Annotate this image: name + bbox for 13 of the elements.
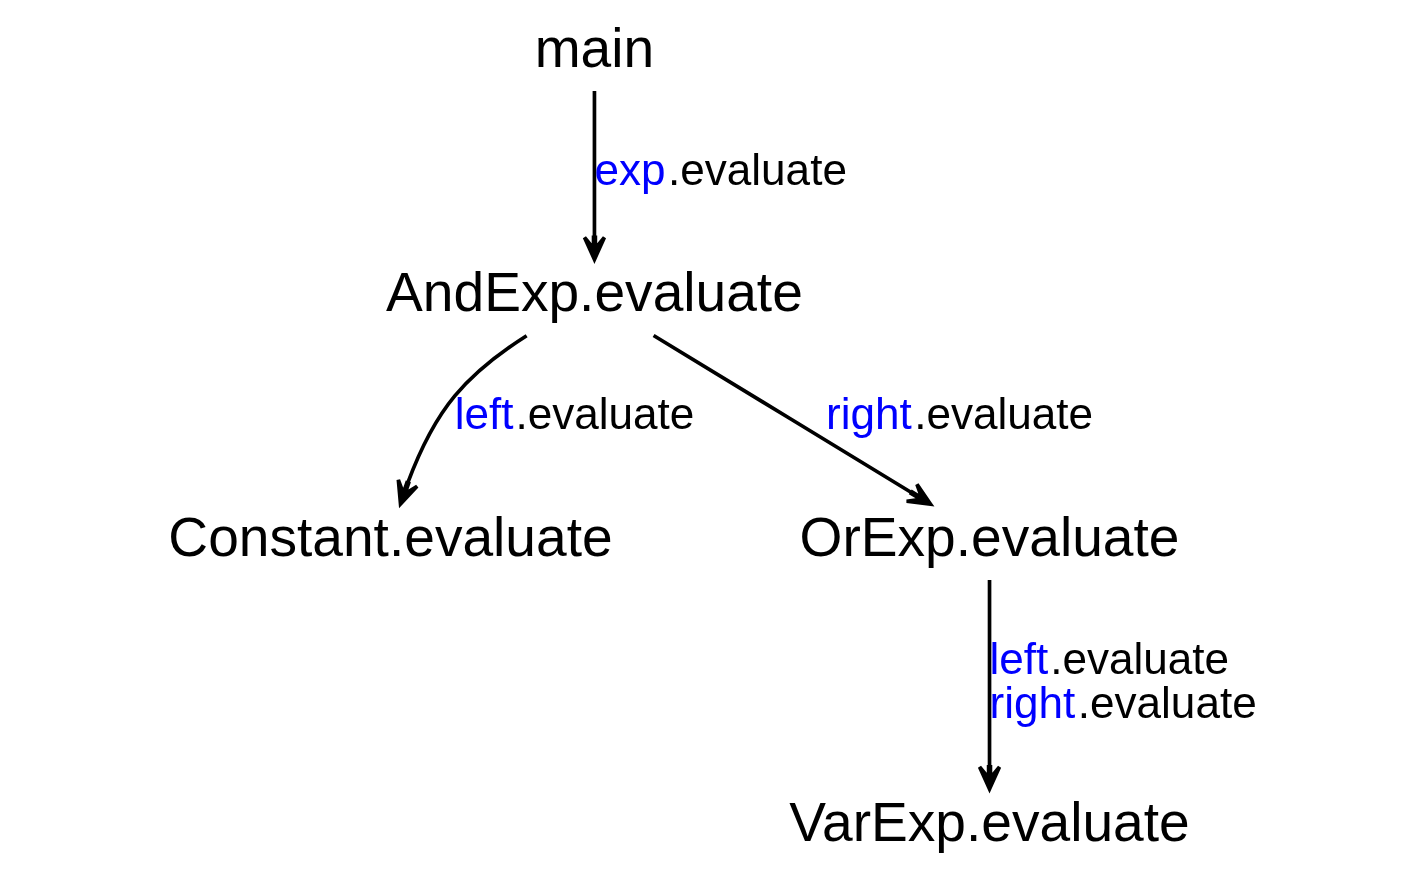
node-text: main <box>534 16 655 79</box>
node-text: Constant.evaluate <box>168 505 613 568</box>
arrow <box>652 333 933 507</box>
node-text: OrExp.evaluate <box>799 505 1180 568</box>
edge-label: left.evaluate <box>454 389 695 439</box>
arrow <box>582 91 607 262</box>
edge-label: right.evaluate <box>825 389 1094 439</box>
edge-label: exp.evaluate <box>594 144 847 194</box>
node-text: VarExp.evaluate <box>789 790 1190 853</box>
arrow <box>977 580 1002 791</box>
arrow <box>396 334 528 506</box>
node-text: AndExp.evaluate <box>386 261 803 324</box>
edge-label: left.evaluate right.evaluate <box>989 633 1257 727</box>
